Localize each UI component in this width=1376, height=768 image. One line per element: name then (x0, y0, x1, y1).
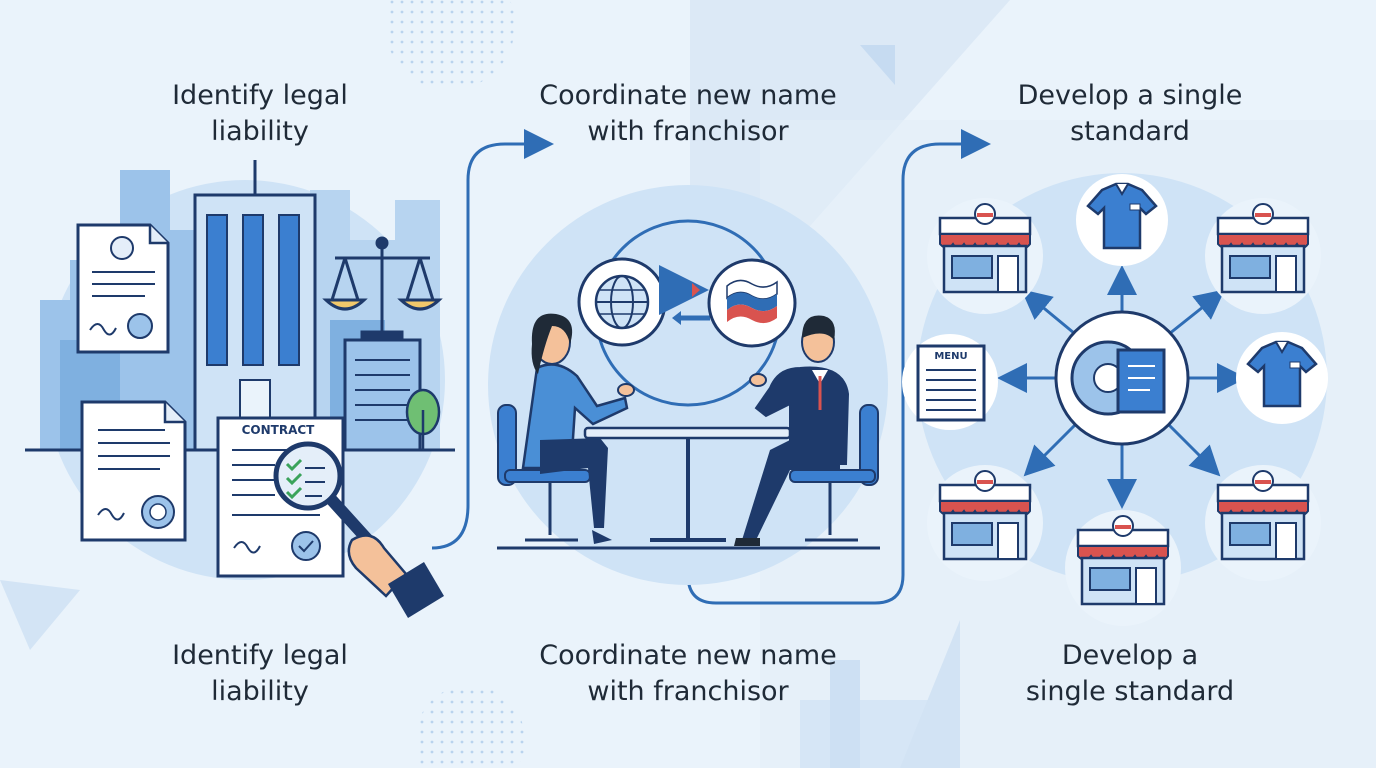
uniform-shirt-icon (1236, 332, 1328, 424)
step-2-title-line-2: with franchisor (587, 116, 789, 147)
magnifying-glass-icon (273, 441, 374, 546)
storefront-icon (927, 198, 1043, 314)
panel-coordinate-name (488, 185, 888, 585)
flow-connectors (431, 129, 991, 605)
certificate-document-icon (76, 223, 170, 354)
step-1-title: Identify legal liability (120, 78, 400, 150)
step-2-caption-line-2: with franchisor (587, 676, 789, 707)
signed-document-icon (80, 400, 187, 542)
man-figure (734, 315, 879, 546)
storefront-icon (1205, 198, 1321, 314)
step-1-caption-line-2: liability (211, 676, 309, 707)
exchange-arrows-icon (659, 265, 710, 325)
step-3-caption-line-1: Develop a (1061, 640, 1199, 671)
uniform-shirt-icon (1076, 174, 1168, 266)
radial-arrows (997, 265, 1247, 509)
courthouse-building (343, 338, 422, 452)
step-2-title: Coordinate new name with franchisor (498, 78, 878, 150)
tree-icon (405, 388, 441, 450)
step-3-caption: Develop a single standard (980, 638, 1280, 710)
menu-label: MENU (934, 351, 967, 362)
step-2-title-line-1: Coordinate new name (539, 80, 837, 111)
step-2-caption: Coordinate new name with franchisor (498, 638, 878, 710)
step-1-caption: Identify legal liability (120, 638, 400, 710)
scales-of-justice-icon (322, 236, 443, 344)
woman-figure (497, 313, 635, 544)
contract-document: CONTRACT (216, 416, 345, 578)
step-1-title-line-2: liability (211, 116, 309, 147)
step-3-title-line-2: standard (1070, 116, 1190, 147)
panel-legal-liability: CONTRACT (25, 160, 455, 618)
panel-single-standard: MENU (902, 173, 1328, 626)
connector-arrow-1 (431, 129, 554, 550)
hand-icon (347, 534, 444, 618)
step-1-title-line-1: Identify legal (172, 80, 348, 111)
step-3-title-line-1: Develop a single (1017, 80, 1243, 111)
storefront-icon (1065, 510, 1181, 626)
step-3-title: Develop a single standard (980, 78, 1280, 150)
office-building (193, 160, 317, 452)
step-2-caption-line-1: Coordinate new name (539, 640, 837, 671)
standard-manual-icon (1054, 310, 1190, 446)
menu-card-icon: MENU (902, 334, 998, 430)
storefront-icon (1205, 465, 1321, 581)
connector-arrow-2 (686, 129, 991, 605)
meeting-table (583, 426, 792, 542)
contract-label: CONTRACT (242, 423, 316, 437)
flag-icon (707, 258, 797, 348)
globe-icon (577, 257, 667, 347)
step-1-caption-line-1: Identify legal (172, 640, 348, 671)
step-3-caption-line-2: single standard (1025, 676, 1235, 707)
storefront-icon (927, 465, 1043, 581)
